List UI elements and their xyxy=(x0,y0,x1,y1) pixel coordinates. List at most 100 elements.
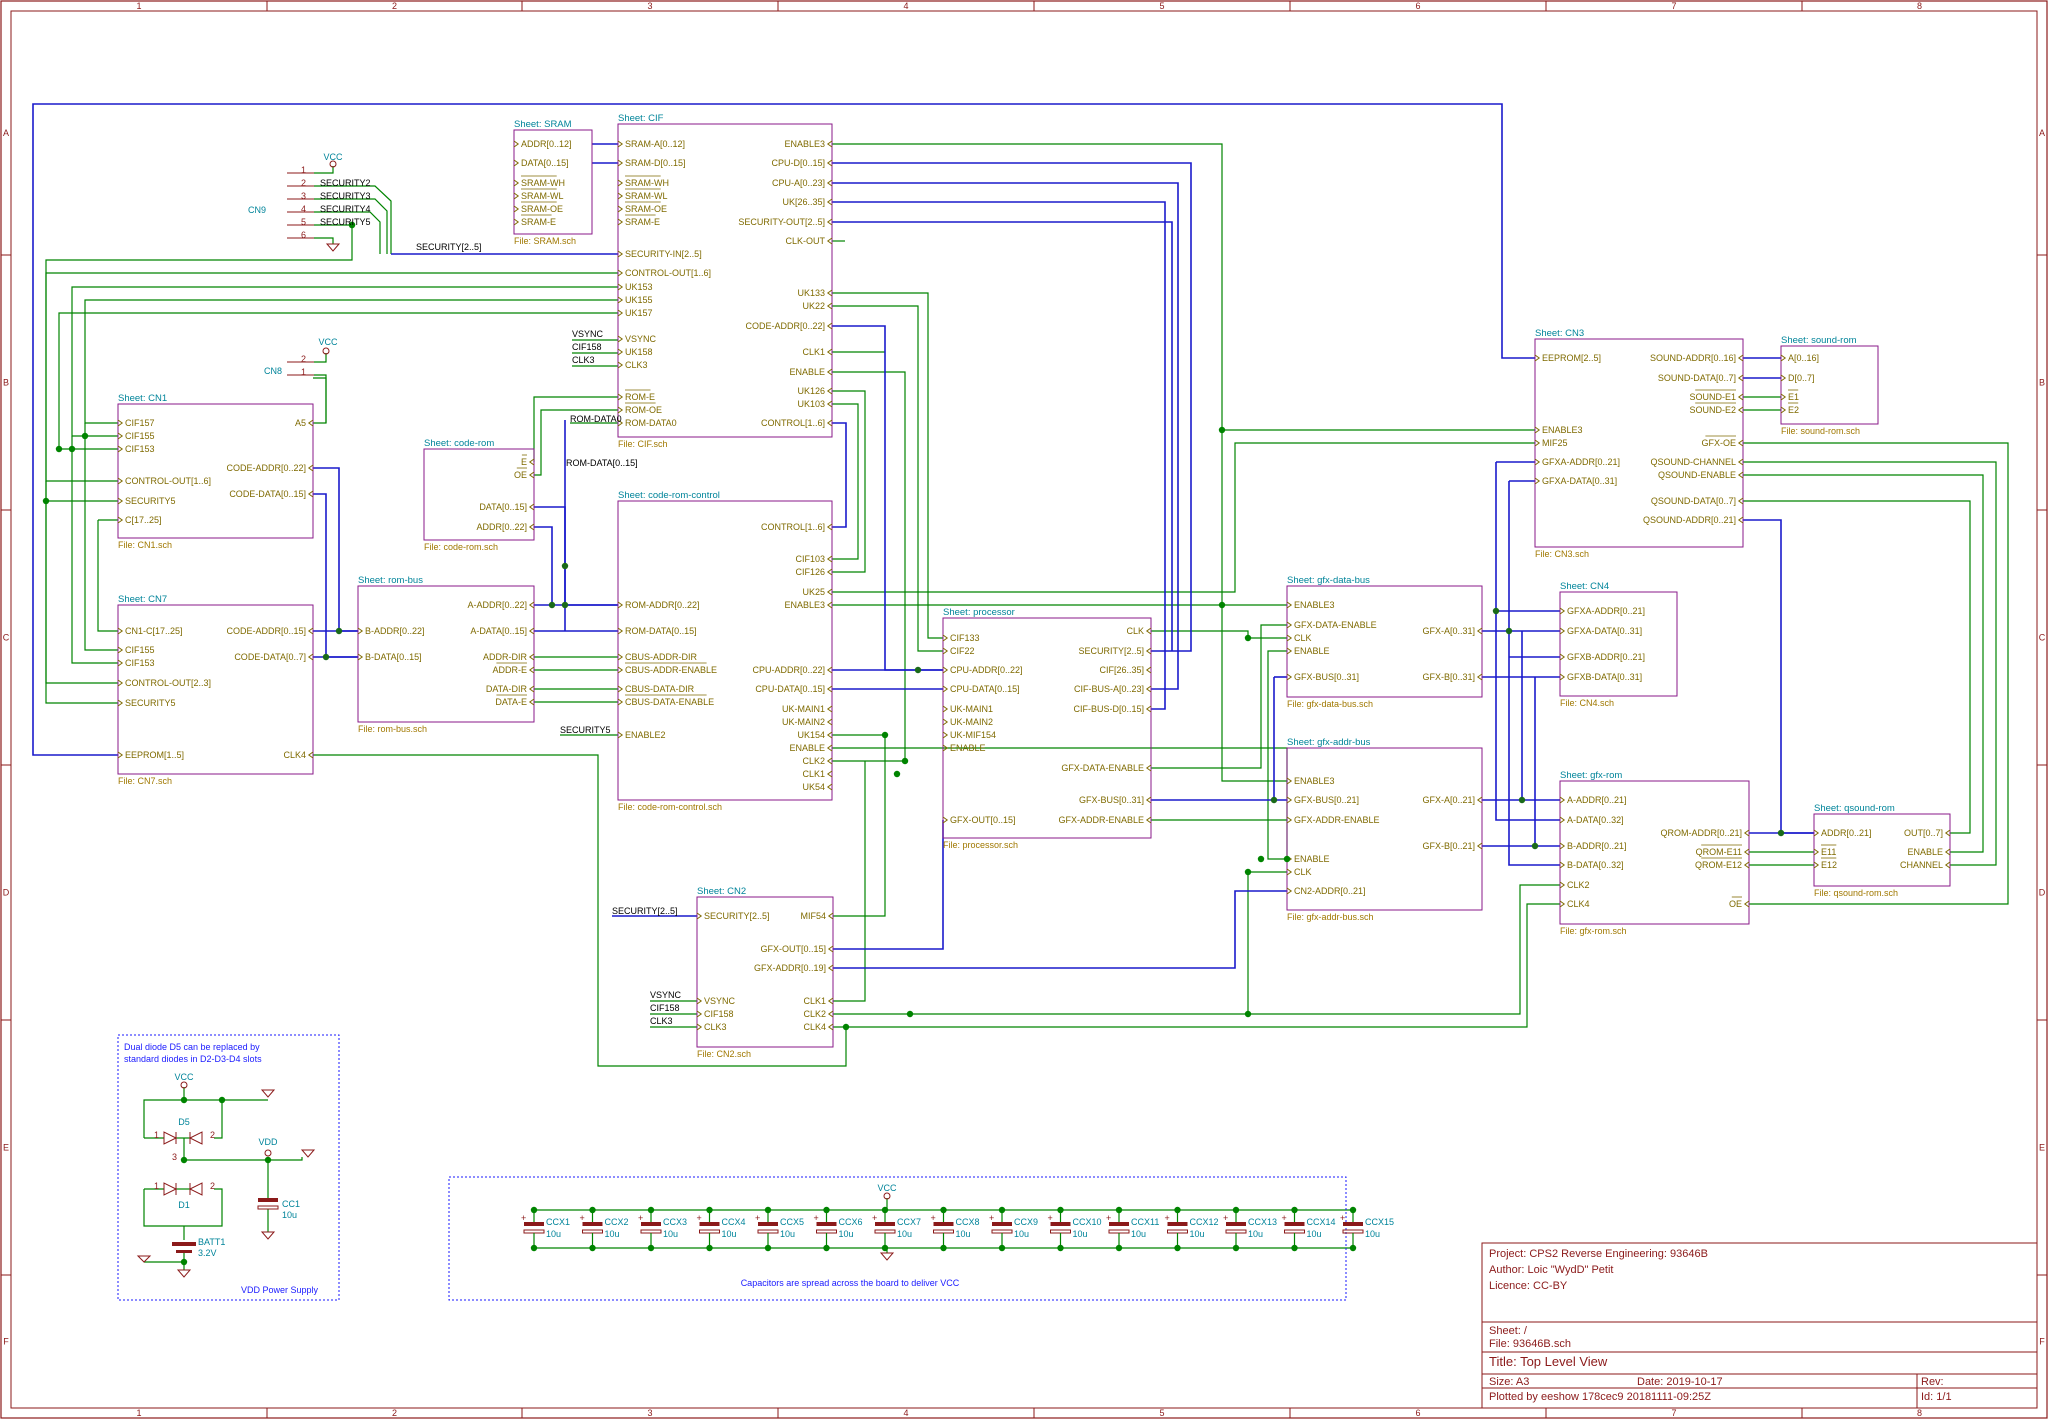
sheet-pin-left[interactable]: GFX-BUS[0..31] xyxy=(1294,672,1359,682)
sheet-pin-left[interactable]: GFX-OUT[0..15] xyxy=(950,815,1016,825)
sheet-pin-right[interactable]: CHANNEL xyxy=(1900,860,1943,870)
sheet-pin-right[interactable]: UK-MAIN1 xyxy=(782,704,825,714)
sheet-pin-left[interactable]: CIF158 xyxy=(704,1009,734,1019)
sheet-pin-right[interactable]: CPU-D[0..15] xyxy=(771,158,825,168)
sheet-pin-left[interactable]: CIF133 xyxy=(950,633,980,643)
sheet-pin-left[interactable]: D[0..7] xyxy=(1788,373,1815,383)
sheet-pin-left[interactable]: ROM-DATA0 xyxy=(625,418,677,428)
sheet-pin-left[interactable]: ENABLE3 xyxy=(1294,776,1335,786)
sheet-pin-right[interactable]: E xyxy=(521,457,527,467)
vdd-power-supply[interactable]: Dual diode D5 can be replaced by standar… xyxy=(117,1034,340,1301)
sheet-pin-right[interactable]: ADDR-DIR xyxy=(483,652,527,662)
sheet-pin-left[interactable]: SRAM-WL xyxy=(625,191,668,201)
sheet-pin-left[interactable]: UK158 xyxy=(625,347,653,357)
sheet-pin-left[interactable]: E11 xyxy=(1821,847,1836,857)
sheet-pin-left[interactable]: CIF155 xyxy=(125,645,155,655)
sheet-pin-right[interactable]: DATA[0..15] xyxy=(479,502,527,512)
sheet-pin-right[interactable]: UK103 xyxy=(797,399,825,409)
sheet-pin-left[interactable]: CBUS-DATA-DIR xyxy=(625,684,695,694)
sheet-pin-right[interactable]: SECURITY-OUT[2..5] xyxy=(738,217,825,227)
sheet-pin-right[interactable]: CLK4 xyxy=(803,1022,826,1032)
sheet-pin-left[interactable]: SRAM-WH xyxy=(521,178,565,188)
sheet-pin-left[interactable]: E2 xyxy=(1788,405,1799,415)
sheet-pin-right[interactable]: CODE-DATA[0..15] xyxy=(229,489,306,499)
sheet-pin-left[interactable]: CN1-C[17..25] xyxy=(125,626,183,636)
sheet-pin-left[interactable]: ROM-OE xyxy=(625,405,662,415)
sheet-pin-right[interactable]: UK-MAIN2 xyxy=(782,717,825,727)
sheet-pin-right[interactable]: CONTROL[1..6] xyxy=(761,418,825,428)
sheet-pin-right[interactable]: CIF[26..35] xyxy=(1099,665,1144,675)
sheet-pin-left[interactable]: CIF153 xyxy=(125,444,155,454)
sheet-pin-left[interactable]: CLK4 xyxy=(1567,899,1590,909)
sheet-pin-right[interactable]: SOUND-E1 xyxy=(1689,392,1736,402)
sheet-pin-left[interactable]: SRAM-E xyxy=(521,217,556,227)
sheet-pin-left[interactable]: VSYNC xyxy=(625,334,657,344)
sheet-pin-left[interactable]: ROM-E xyxy=(625,392,655,402)
sheet-pin-left[interactable]: GFXA-ADDR[0..21] xyxy=(1567,606,1645,616)
sheet-pin-left[interactable]: UK157 xyxy=(625,308,653,318)
sheet-pin-left[interactable]: CLK xyxy=(1294,633,1312,643)
sheet-pin-right[interactable]: A5 xyxy=(295,418,306,428)
sheet-pin-left[interactable]: UK-MIF154 xyxy=(950,730,996,740)
sheet-pin-right[interactable]: ENABLE xyxy=(789,743,825,753)
sheet-pin-left[interactable]: ENABLE3 xyxy=(1294,600,1335,610)
sheet-pin-left[interactable]: A-DATA[0..32] xyxy=(1567,815,1624,825)
sheet-pin-left[interactable]: SRAM-WH xyxy=(625,178,669,188)
sheet-pin-right[interactable]: MIF54 xyxy=(800,911,826,921)
sheet-pin-left[interactable]: UK153 xyxy=(625,282,653,292)
sheet-pin-right[interactable]: GFX-OE xyxy=(1701,438,1736,448)
sheet-pin-right[interactable]: UK126 xyxy=(797,386,825,396)
sheet-pin-left[interactable]: CIF22 xyxy=(950,646,975,656)
sheet-pin-left[interactable]: B-DATA[0..15] xyxy=(365,652,422,662)
sheet-pin-left[interactable]: SRAM-E xyxy=(625,217,660,227)
sheet-pin-left[interactable]: CIF153 xyxy=(125,658,155,668)
sheet-pin-left[interactable]: C[17..25] xyxy=(125,515,162,525)
sheet-pin-right[interactable]: CIF-BUS-D[0..15] xyxy=(1073,704,1144,714)
cn8-connector[interactable]: CN8 VCC 2 1 xyxy=(264,337,338,377)
sheet-pin-right[interactable]: ENABLE3 xyxy=(784,139,825,149)
sheet-pin-left[interactable]: GFXA-DATA[0..31] xyxy=(1567,626,1642,636)
sheet-pin-right[interactable]: UK22 xyxy=(802,301,825,311)
sheet-pin-left[interactable]: ROM-ADDR[0..22] xyxy=(625,600,700,610)
sheet-pin-left[interactable]: SRAM-D[0..15] xyxy=(625,158,686,168)
sheet-pin-right[interactable]: GFX-ADDR-ENABLE xyxy=(1058,815,1144,825)
sheet-pin-right[interactable]: QROM-ADDR[0..21] xyxy=(1660,828,1742,838)
sheet-pin-left[interactable]: ROM-DATA[0..15] xyxy=(625,626,697,636)
sheet-pin-right[interactable]: CIF103 xyxy=(795,554,825,564)
sheet-pin-left[interactable]: E12 xyxy=(1821,860,1837,870)
sheet-pin-right[interactable]: CLK2 xyxy=(802,756,825,766)
sheet-pin-right[interactable]: QSOUND-ENABLE xyxy=(1658,470,1736,480)
sheet-pin-left[interactable]: SECURITY-IN[2..5] xyxy=(625,249,702,259)
sheet-pin-right[interactable]: CLK-OUT xyxy=(785,236,825,246)
sheet-pin-left[interactable]: GFX-BUS[0..21] xyxy=(1294,795,1359,805)
sheet-pin-left[interactable]: GFXA-DATA[0..31] xyxy=(1542,476,1617,486)
sheet-pin-right[interactable]: OE xyxy=(514,470,527,480)
sheet-pin-left[interactable]: EEPROM[2..5] xyxy=(1542,353,1601,363)
sheet-pin-left[interactable]: B-DATA[0..32] xyxy=(1567,860,1624,870)
sheet-pin-left[interactable]: UK-MAIN1 xyxy=(950,704,993,714)
sheet-pin-right[interactable]: CODE-ADDR[0..22] xyxy=(745,321,825,331)
sheet-pin-right[interactable]: GFX-DATA-ENABLE xyxy=(1061,763,1144,773)
sheet-pin-left[interactable]: SRAM-A[0..12] xyxy=(625,139,685,149)
sheet-pin-right[interactable]: A-DATA[0..15] xyxy=(470,626,527,636)
sheet-pin-right[interactable]: GFX-BUS[0..31] xyxy=(1079,795,1144,805)
sheet-pin-right[interactable]: CLK1 xyxy=(802,769,825,779)
sheet-pin-left[interactable]: SRAM-OE xyxy=(521,204,563,214)
sheet-pin-right[interactable]: CLK2 xyxy=(803,1009,826,1019)
sheet-pin-left[interactable]: GFXB-ADDR[0..21] xyxy=(1567,652,1645,662)
sheet-pin-left[interactable]: SRAM-WL xyxy=(521,191,564,201)
sheet-pin-left[interactable]: B-ADDR[0..22] xyxy=(365,626,425,636)
